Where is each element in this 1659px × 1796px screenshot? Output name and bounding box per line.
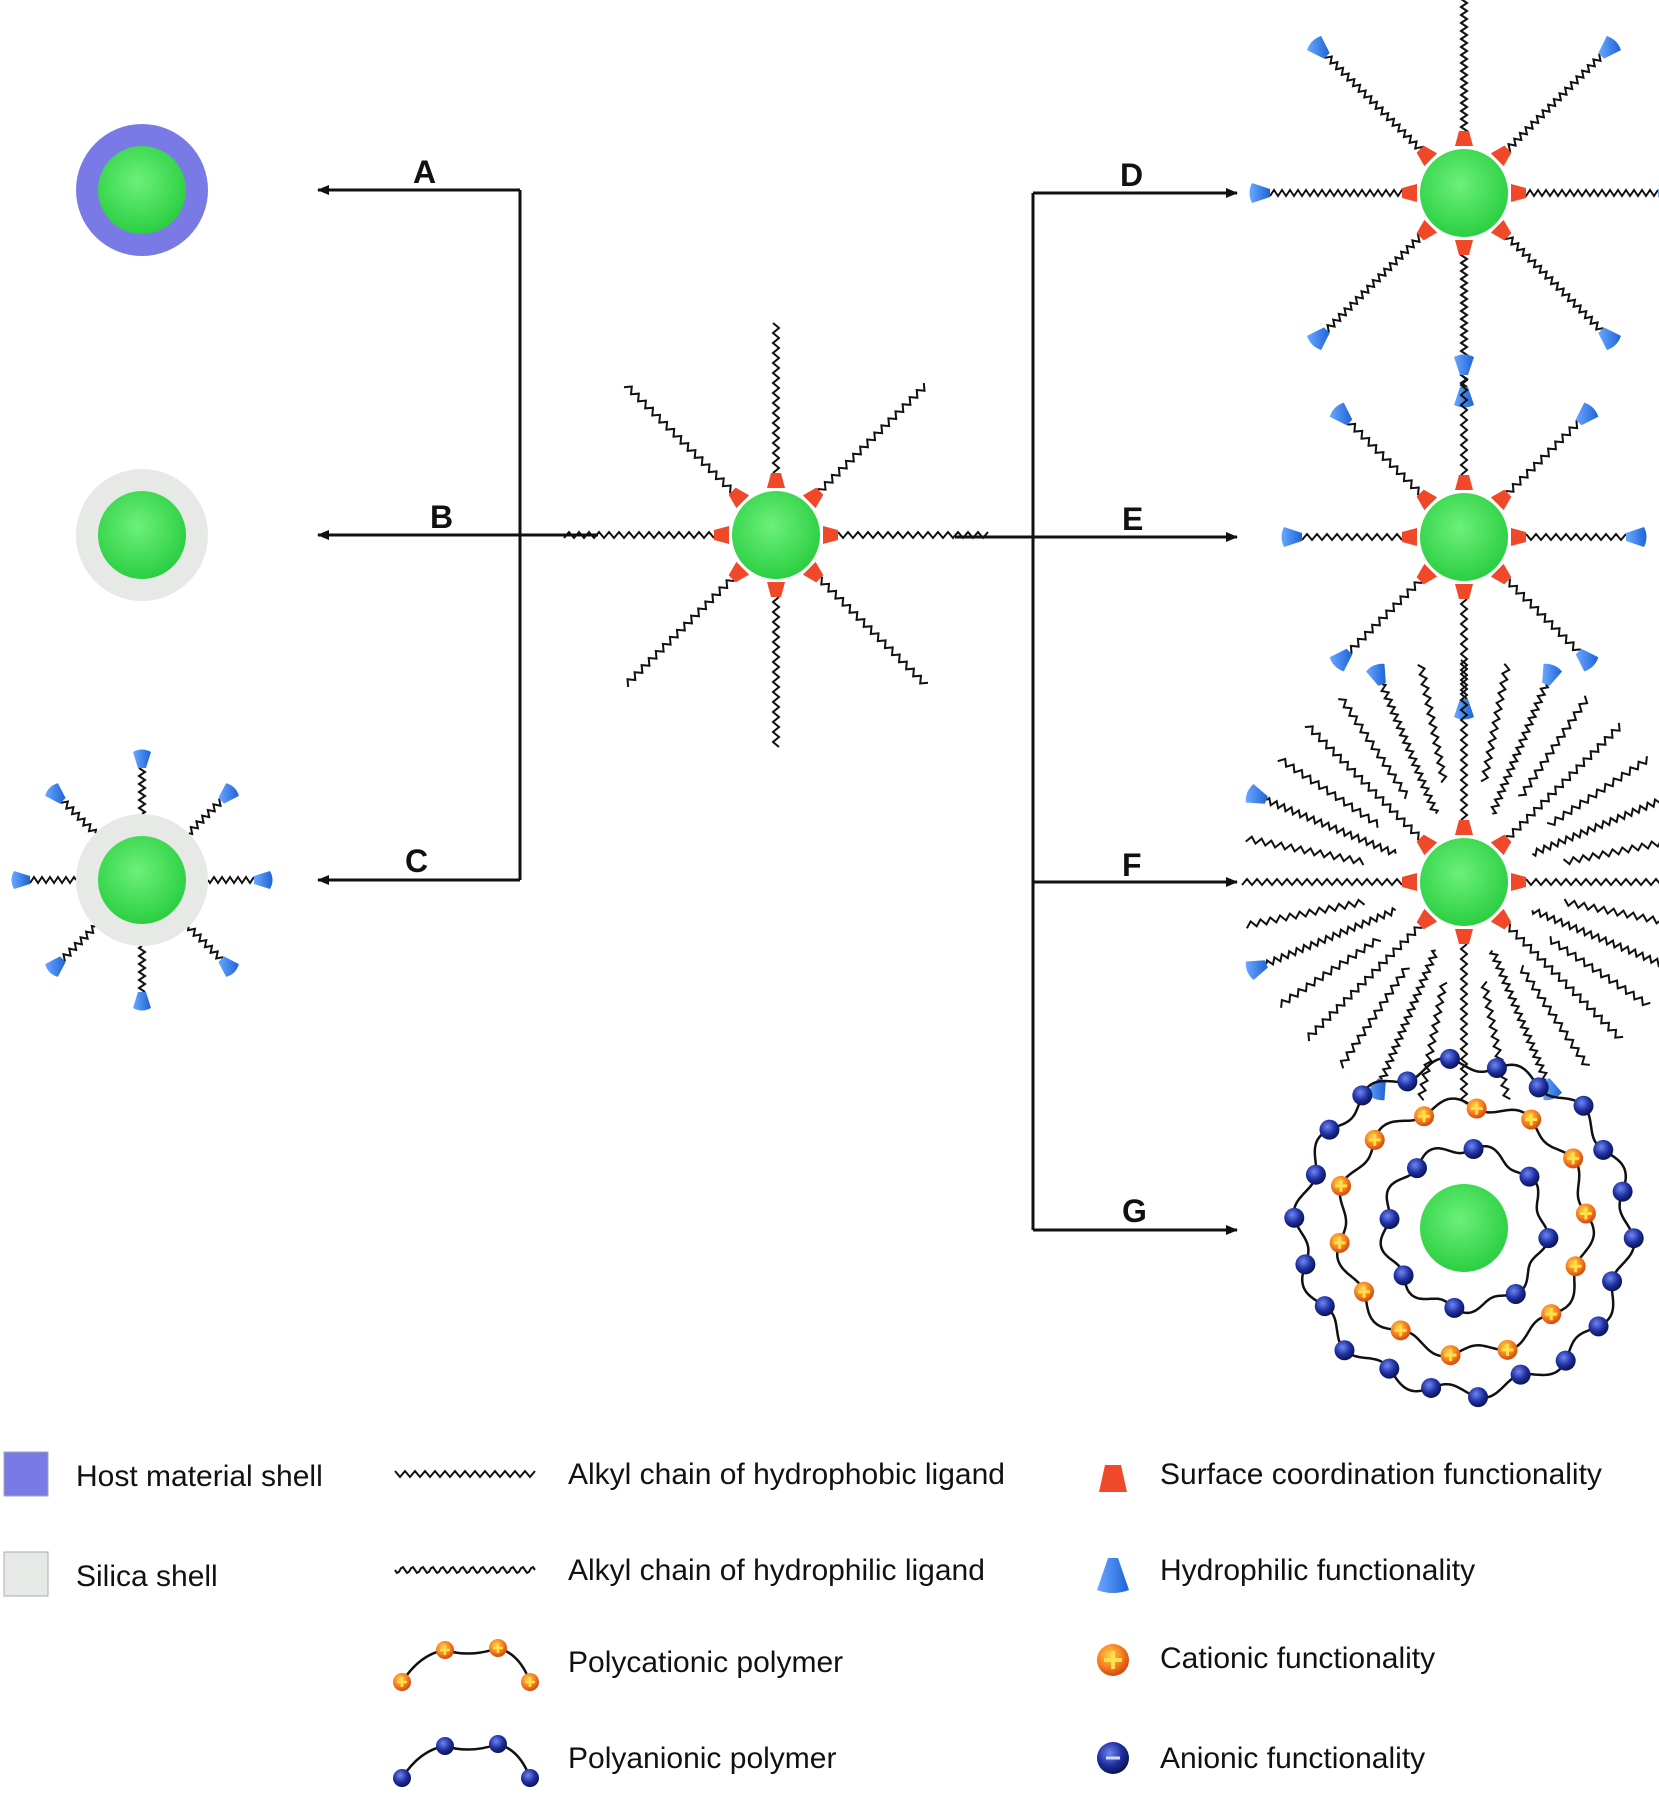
legend-cationic-icon (1097, 1644, 1129, 1676)
legend-label-polyanionic: Polyanionic polymer (568, 1742, 836, 1775)
route-label-G: G (1122, 1193, 1147, 1229)
legend-polyanionic-icon (393, 1735, 539, 1787)
particle-amphiphilic-bilayer (1241, 659, 1659, 1105)
legend-swatch-host-shell (3, 1451, 49, 1497)
legend-label-host-shell: Host material shell (76, 1460, 323, 1493)
legend-hydrophobic-chain-icon (394, 1469, 536, 1479)
legend-swatch-silica-shell (3, 1551, 49, 1597)
legend-label-anionic: Anionic functionality (1160, 1742, 1425, 1775)
legend: Host material shell Silica shell Alkyl c… (3, 1451, 1602, 1787)
particle-ligand-exchange (1249, 0, 1659, 408)
particle-layer-by-layer (1284, 1048, 1644, 1408)
particle-silica-shell (76, 469, 208, 601)
legend-hydrophilic-chain-icon (394, 1565, 536, 1575)
legend-label-polycationic: Polycationic polymer (568, 1646, 843, 1679)
legend-label-hydrophilic-chain: Alkyl chain of hydrophilic ligand (568, 1554, 985, 1587)
route-label-A: A (413, 154, 436, 190)
route-label-B: B (430, 499, 453, 535)
arrows (317, 185, 1238, 1235)
legend-anionic-icon (1097, 1742, 1129, 1774)
particle-hydrophobic-center (563, 322, 989, 748)
legend-hydrophilic-icon (1097, 1558, 1129, 1593)
route-label-F: F (1122, 847, 1142, 883)
legend-label-silica-shell: Silica shell (76, 1560, 218, 1593)
route-label-C: C (405, 843, 428, 879)
particle-silica-hydrophilic (11, 749, 273, 1011)
legend-label-hydrophobic-chain: Alkyl chain of hydrophobic ligand (568, 1458, 1005, 1491)
particle-ligand-modified (1281, 354, 1647, 720)
legend-label-hydrophilic-func: Hydrophilic functionality (1160, 1554, 1475, 1587)
legend-coordination-icon (1099, 1465, 1127, 1492)
route-label-E: E (1122, 501, 1143, 537)
particle-host-shell (76, 124, 208, 256)
legend-label-surface-coordination: Surface coordination functionality (1160, 1458, 1602, 1491)
route-label-D: D (1120, 157, 1143, 193)
legend-label-cationic: Cationic functionality (1160, 1642, 1435, 1675)
legend-polycationic-icon (393, 1639, 539, 1691)
